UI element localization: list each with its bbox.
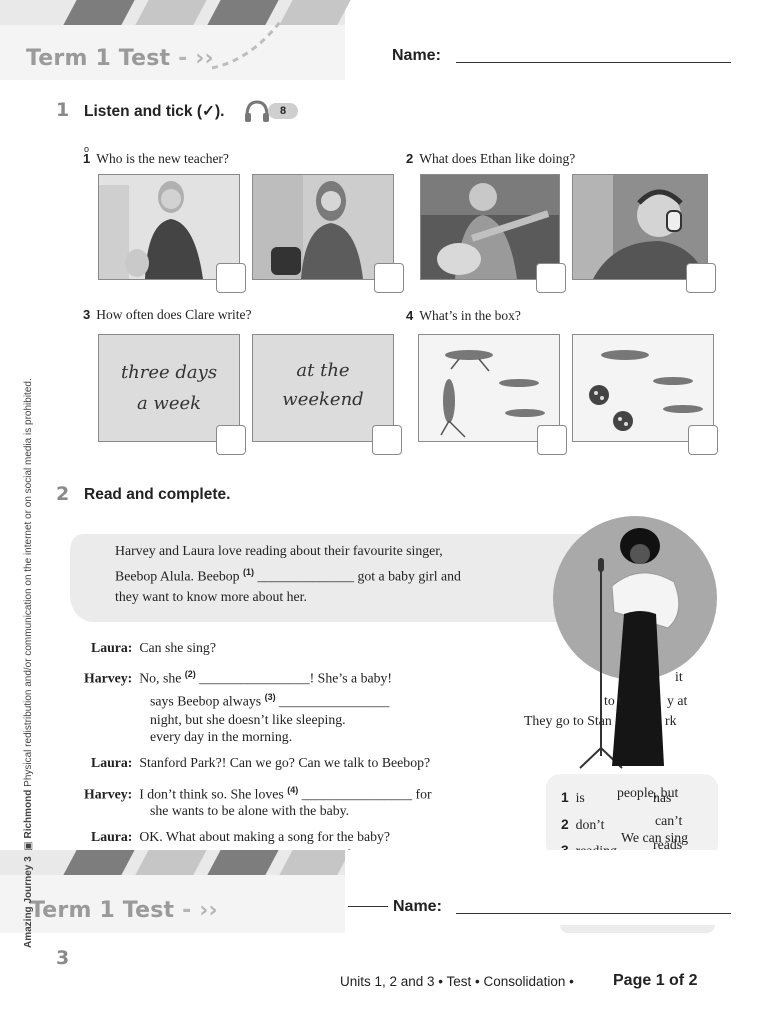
dialogue-line: she wants to be alone with the baby. [150,803,350,818]
section-number: 2 [56,483,70,505]
dialogue-line: Laura: Stanford Park?! Can we go? Can we… [91,755,431,770]
intro-paragraph: Harvey and Laura love reading about thei… [115,543,461,604]
tick-box-q3-b[interactable] [372,425,402,455]
tick-box-q1-a[interactable] [216,263,246,293]
overlay-stripe-band [0,850,345,875]
section-instruction: Listen and tick (✓). [84,103,225,120]
header-stripe [279,850,345,875]
overlay-line-fragment [348,906,388,907]
boy-guitar-photo [420,174,560,280]
word-box-text: We can sing [621,830,689,845]
insects-box-a [418,334,560,442]
dashed-swoosh [211,21,282,70]
name-label: Name: [392,47,441,64]
option-text-line: three days [120,362,218,383]
header-stripe [207,850,279,875]
header-stripe [135,0,207,25]
insects-box-b [572,334,714,442]
overlay-name-label: Name: [393,898,442,915]
header-stripe [63,0,135,25]
header-panel [0,25,345,80]
footer-page: Page 1 of 2 [613,972,698,989]
dialogue-line: every day in the morning. [150,729,293,744]
header-stripe [63,850,135,875]
tick-box-q3-a[interactable] [216,425,246,455]
teacher-photo-b [252,174,394,280]
dialogue-line: says Beebop always (3) ________________ [150,692,390,709]
word-box-text: people, but [617,785,679,800]
option-text-line: at the [296,360,350,381]
header-stripe-band [0,0,351,25]
overlay-name-field-line[interactable] [456,913,731,914]
test-title: Term 1 Test - ›› [26,46,214,71]
word-option: 1 is [561,790,585,805]
word-box [546,774,718,858]
dialogue-line: night, but she doesn’t like sleeping. [150,712,346,727]
word-option: 2 don’t [561,817,605,832]
footer-units: Units 1, 2 and 3 • Test • Consolidation … [340,974,574,989]
dialogue-line: Harvey: No, she (2) ________________! Sh… [84,669,393,686]
dialogue-line: Laura: OK. What about making a song for … [91,829,391,844]
tick-box-q2-b[interactable] [686,263,716,293]
section-instruction: Read and complete. [84,486,231,503]
word-box-text: can’t [655,813,683,828]
header-stripe [135,850,207,875]
option-text-line: weekend [282,389,364,410]
side-notice: Amazing Journey 3 ▣ Richmond Physical re… [23,378,34,948]
header-stripe [279,0,351,25]
option-text-line: a week [136,393,202,414]
word-box-text: has [653,790,672,805]
overlay-header-panel [0,875,345,933]
overlay-test-title: Term 1 Test - ›› [30,898,218,923]
name-field-line[interactable] [456,62,731,63]
intro-banner [70,534,590,622]
option-card-weekend: at the weekend [252,334,394,442]
headphones-icon [243,98,271,131]
singer-illustration [553,516,717,769]
dialogue-fragment: y at [667,693,688,708]
question-mark-small: o [84,144,90,154]
dialogue-fragment: it [675,669,683,684]
dialogue-fragment: to t [604,693,623,708]
teacher-photo-a [98,174,240,280]
dialogue-line: Laura: Can she sing? [91,640,216,655]
dialogue-fragment: rk [665,713,677,728]
tick-box-q2-a[interactable] [536,263,566,293]
page-number-left: 3 [56,947,70,969]
audio-track-badge: 8 [268,103,298,119]
boy-headphones-photo [572,174,708,280]
section-number: 1 [56,99,70,121]
dialogue-fragment: They go to Stan [524,713,612,728]
tick-box-q1-b[interactable] [374,263,404,293]
word-box-bottom [560,925,715,933]
tick-box-q4-a[interactable] [537,425,567,455]
option-card-three-days: three days a week [98,334,240,442]
tick-box-q4-b[interactable] [688,425,718,455]
word-box-text: reads [653,837,683,852]
dialogue-line: Harvey: I don’t think so. She loves (4) … [84,785,432,802]
